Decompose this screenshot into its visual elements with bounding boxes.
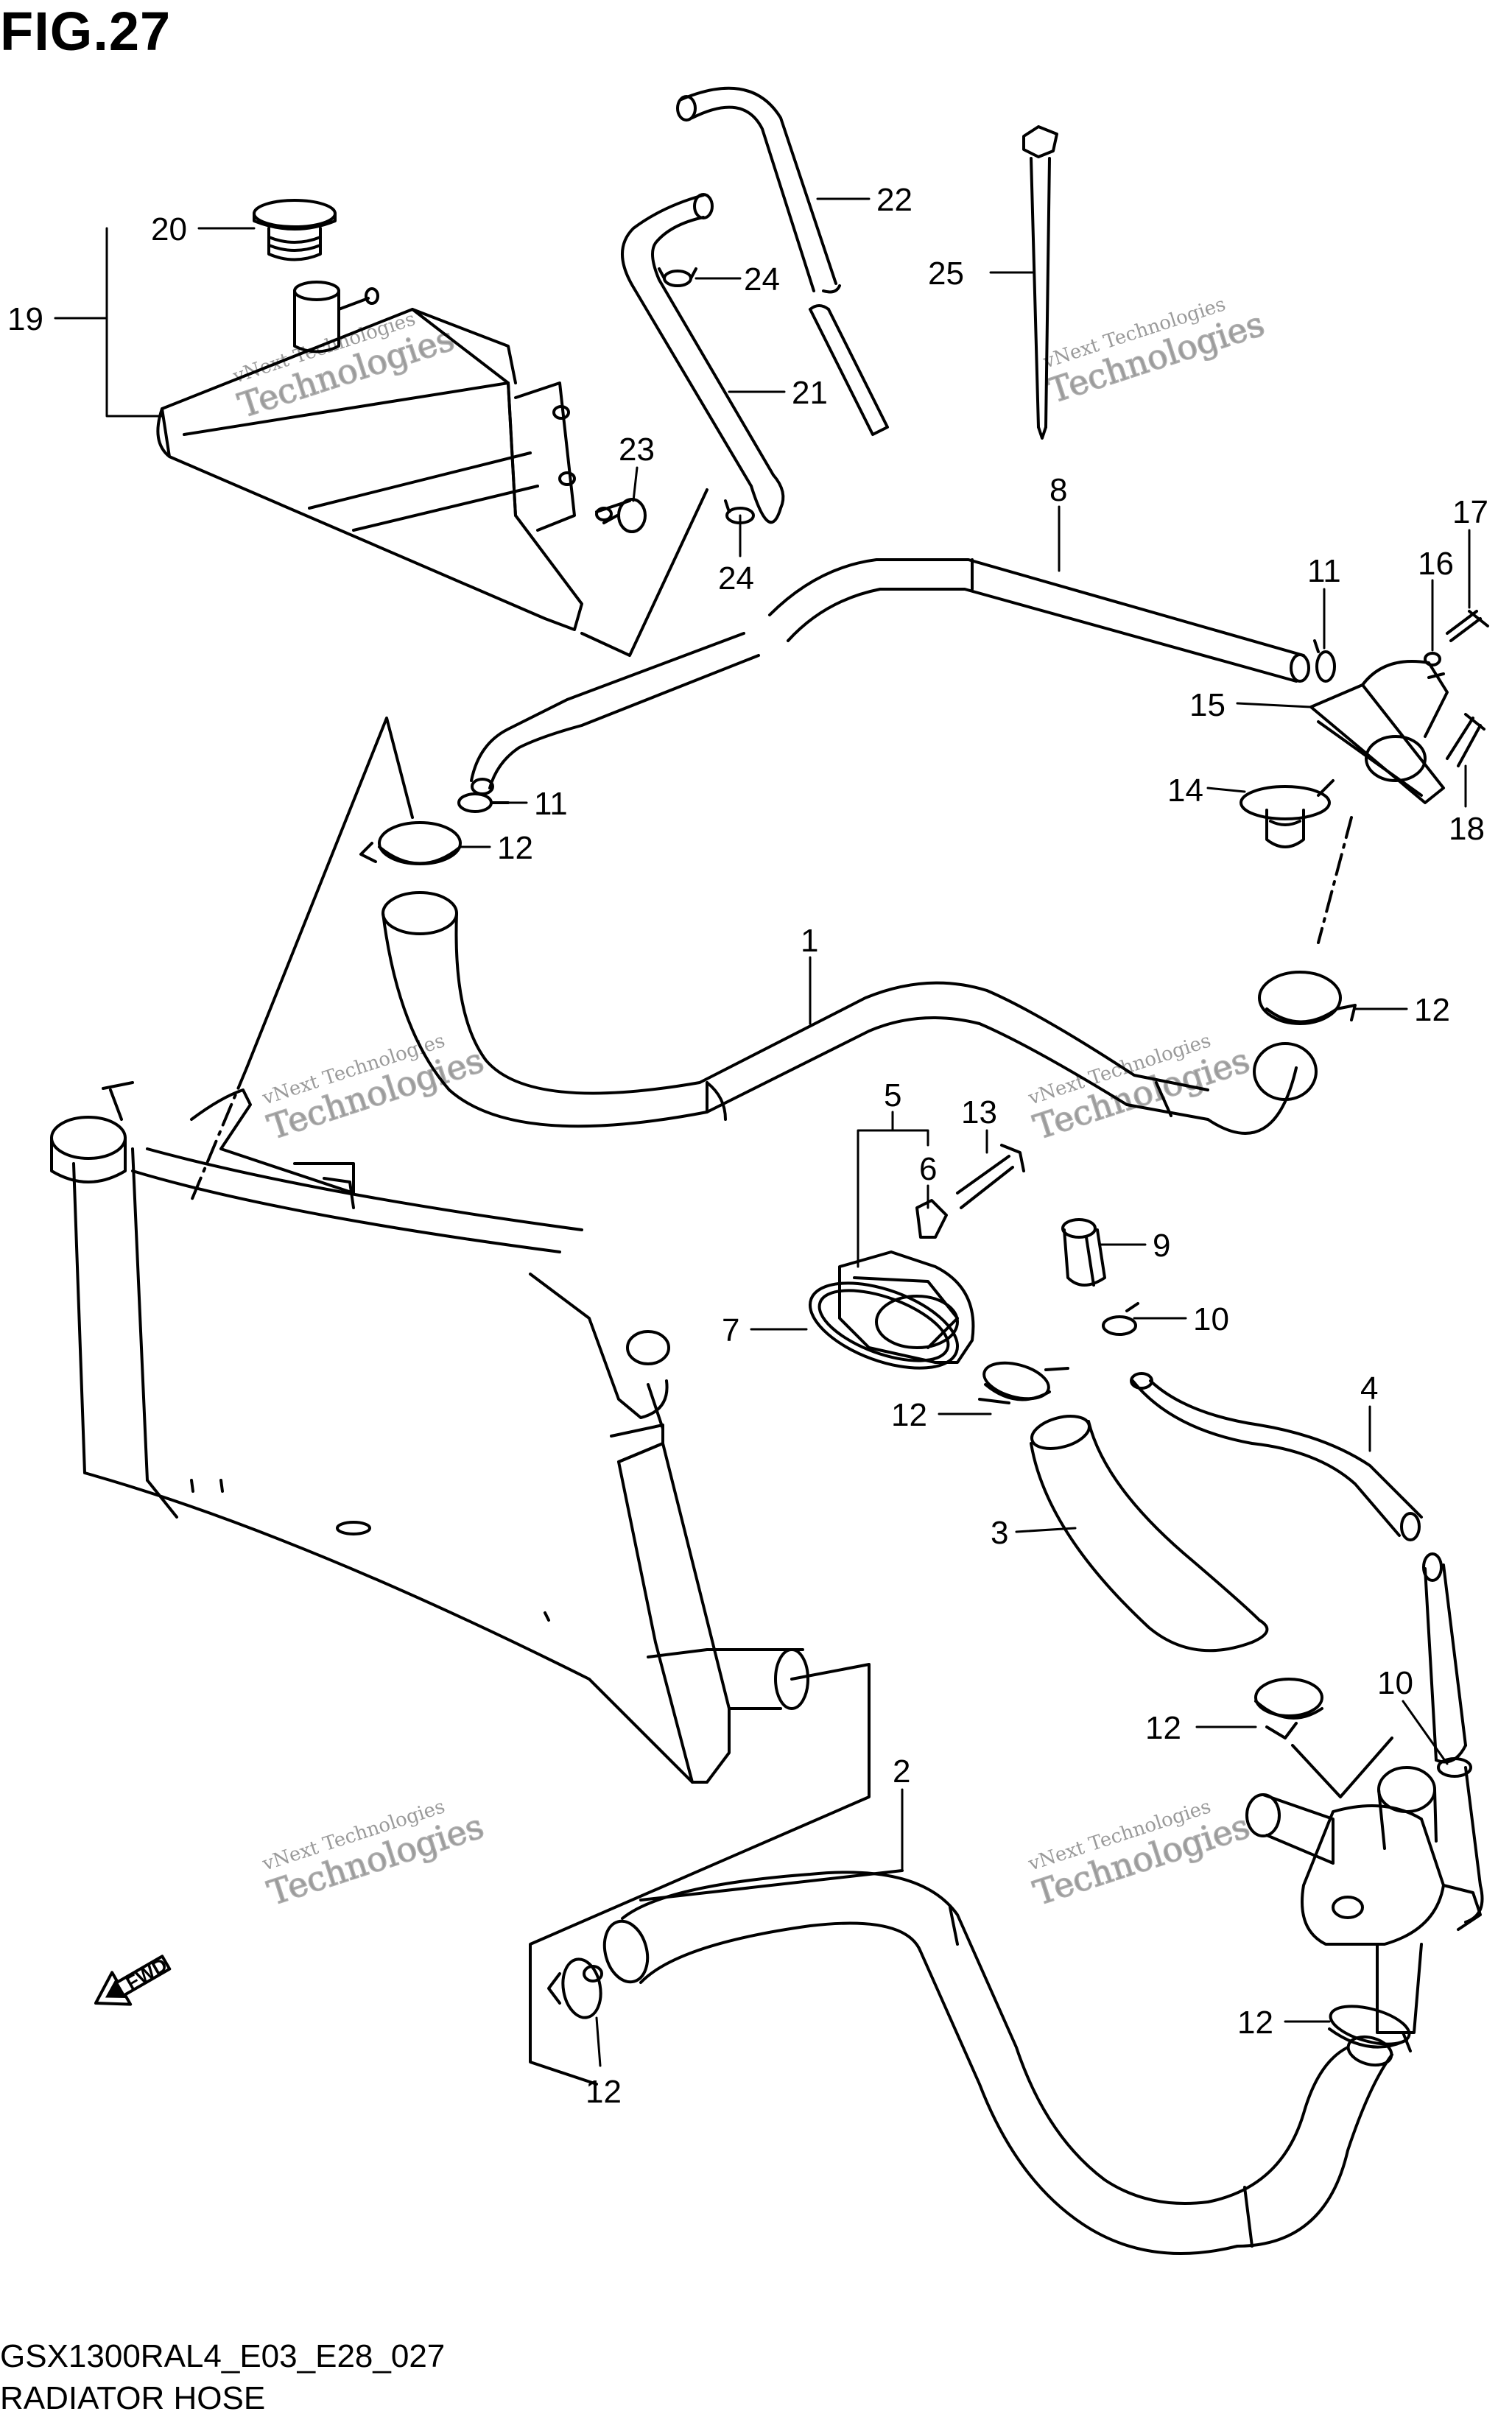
- callout-2: 2: [893, 1753, 910, 1790]
- figure-code: GSX1300RAL4_E03_E28_027: [0, 2338, 446, 2374]
- callout-12a: 12: [497, 830, 533, 866]
- hose-3: [1030, 1415, 1269, 1653]
- callout-24a: 24: [744, 261, 780, 298]
- water-pump: [1245, 1766, 1484, 2034]
- fwd-arrow-icon: FWD: [94, 1953, 172, 2006]
- callout-12d: 12: [1145, 1710, 1181, 1746]
- callout-20: 20: [151, 211, 187, 247]
- leader-hose-2: [639, 1869, 904, 1901]
- thermostat: [1240, 779, 1335, 848]
- clamp-12-lower-right: [1254, 1678, 1323, 1739]
- callout-11b: 11: [534, 786, 568, 822]
- callout-18: 18: [1449, 811, 1485, 847]
- callout-9: 9: [1153, 1228, 1170, 1264]
- leader-pump: [1291, 1737, 1393, 1798]
- reservoir-tank: [156, 281, 583, 631]
- figure-name: RADIATOR HOSE: [0, 2380, 266, 2416]
- callout-23: 23: [619, 432, 655, 468]
- radiator: [50, 1081, 809, 1784]
- fitting-9: [1061, 1218, 1106, 1287]
- callout-3: 3: [991, 1515, 1008, 1551]
- washer-16: [1424, 652, 1441, 666]
- callout-12e: 12: [1237, 2005, 1273, 2041]
- bolt-23: [595, 498, 647, 533]
- leader-radiator-dash: [190, 1066, 248, 1202]
- callout-15: 15: [1189, 687, 1226, 723]
- clamp-24-upper: [658, 267, 697, 287]
- reservoir-cap: [253, 199, 337, 261]
- leader-thermostat: [1317, 816, 1353, 944]
- callout-17: 17: [1452, 494, 1488, 530]
- callout-4: 4: [1360, 1371, 1378, 1407]
- o-ring-7: [808, 1281, 960, 1370]
- clamp-12-upper-right: [1258, 971, 1357, 1025]
- callout-1: 1: [801, 923, 818, 959]
- leader-radiator-top: [245, 717, 414, 1069]
- callout-11a: 11: [1307, 553, 1341, 589]
- callout-10a: 10: [1193, 1301, 1229, 1337]
- bolt-18: [1446, 713, 1485, 767]
- callout-leaders: [54, 197, 1471, 2067]
- callout-21: 21: [792, 375, 828, 411]
- callout-24b: 24: [718, 560, 754, 597]
- cable-tie: [1022, 125, 1058, 440]
- callout-labels: 19 20 22 24 25 21 23 24 8 17 11 16 15 14…: [7, 182, 1488, 2110]
- callout-16: 16: [1418, 546, 1454, 582]
- callout-12c: 12: [891, 1397, 927, 1433]
- callout-14: 14: [1167, 773, 1203, 809]
- bolt-13: [956, 1144, 1025, 1209]
- clamp-12-middle: [978, 1361, 1069, 1404]
- hose-8: [470, 558, 1310, 795]
- callout-5: 5: [884, 1077, 901, 1113]
- callout-25: 25: [928, 256, 964, 292]
- callout-10b: 10: [1377, 1665, 1413, 1701]
- hose-1: [381, 891, 1318, 1135]
- callout-8: 8: [1049, 472, 1067, 508]
- clamp-10-upper: [1102, 1302, 1139, 1336]
- callout-7: 7: [722, 1312, 739, 1348]
- callout-19: 19: [7, 301, 43, 337]
- clamp-11-right: [1313, 639, 1336, 683]
- clamp-12-bottom-left: [547, 1957, 603, 2019]
- watermark-group: vNext Technologies Technologies vNext Te…: [230, 293, 1270, 1913]
- leader-box-lower: [529, 1663, 871, 2086]
- bolt-17: [1446, 610, 1489, 642]
- clamp-10-lower: [1437, 1757, 1472, 1778]
- hose-2: [602, 1871, 1393, 2255]
- hose-21: [621, 193, 785, 524]
- hose-22: [676, 86, 889, 436]
- clamp-12-bottom-right: [1328, 2005, 1412, 2052]
- callout-12b: 12: [1414, 992, 1450, 1028]
- clamp-12-upper-left: [359, 821, 462, 865]
- leader-tank: [580, 488, 708, 657]
- callout-13: 13: [961, 1094, 997, 1130]
- callout-12f: 12: [586, 2074, 622, 2110]
- figure-title: FIG.27: [0, 1, 172, 62]
- spacer-6: [915, 1199, 948, 1239]
- callout-6: 6: [919, 1151, 937, 1187]
- hose-4: [1130, 1372, 1467, 1764]
- callout-22: 22: [876, 182, 913, 218]
